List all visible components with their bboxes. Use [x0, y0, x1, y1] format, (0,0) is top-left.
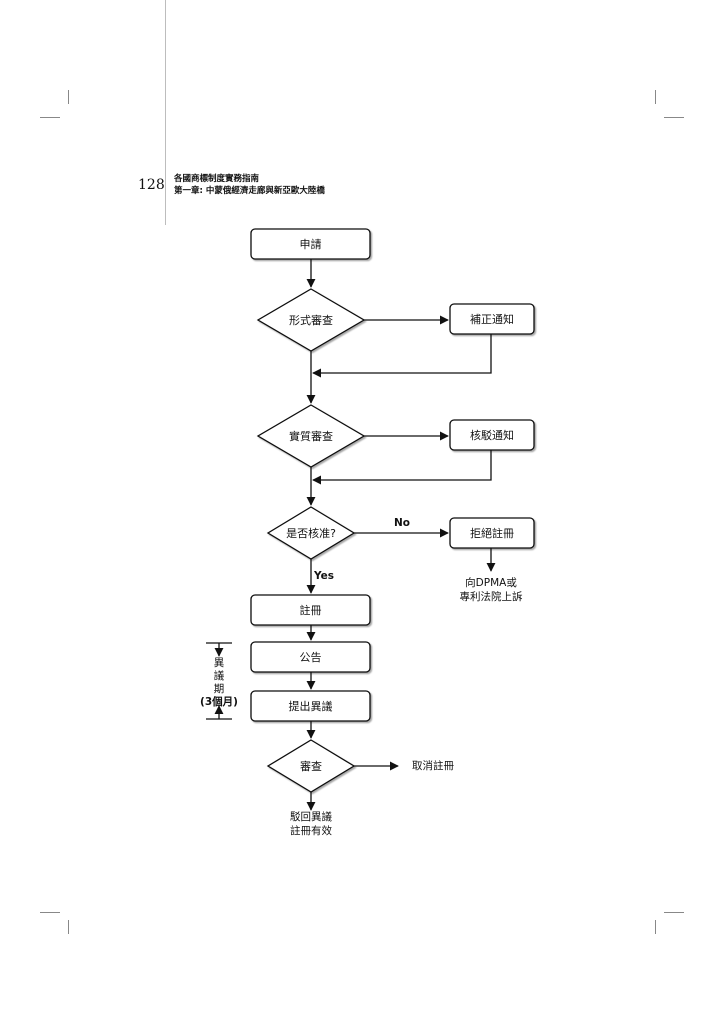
reject-line-1: 駁回異議 [290, 811, 332, 823]
period-char-3: 期 [213, 683, 225, 695]
reject-line-2: 註冊有效 [290, 825, 332, 837]
examination-notice-box [449, 419, 535, 451]
refuse-box [449, 517, 535, 549]
period-char-1: 異 [213, 657, 225, 669]
yes-label: Yes [314, 570, 335, 582]
crop-mark [40, 117, 60, 118]
appeal-line-2: 專利法院上訴 [459, 591, 523, 603]
opposition-period-label: 異 議 期 (3個月) [199, 657, 239, 709]
period-months: (3個月) [200, 696, 238, 708]
correction-notice-box [449, 303, 535, 335]
crop-mark [664, 912, 684, 913]
return-arrow [312, 450, 492, 485]
crop-mark [655, 920, 656, 934]
refuse-label: 拒絕註冊 [470, 527, 514, 540]
page-number: 128 [138, 177, 165, 193]
opposition-label: 提出異議 [288, 700, 333, 713]
crop-mark [40, 912, 60, 913]
period-char-2: 議 [213, 670, 225, 682]
publish-label: 公告 [299, 651, 322, 664]
appeal-text: 向DPMA或 專利法院上訴 [436, 576, 546, 604]
crop-mark [655, 90, 656, 104]
correction-notice-label: 補正通知 [470, 313, 514, 326]
appeal-line-1: 向DPMA或 [465, 577, 517, 589]
formal-exam-label: 形式審查 [289, 314, 333, 327]
no-label: No [394, 517, 411, 529]
review-label: 審查 [300, 760, 322, 773]
examination-notice-label: 核駁通知 [470, 429, 514, 442]
crop-mark [68, 920, 69, 934]
cancel-registration-label: 取消註冊 [412, 760, 454, 772]
apply-label: 申請 [299, 238, 322, 251]
substantive-exam-label: 實質審查 [289, 430, 333, 443]
crop-mark [68, 90, 69, 104]
running-header-book: 各國商標制度實務指南 [174, 174, 260, 184]
header-rule [165, 0, 166, 225]
reject-opposition-text: 駁回異議 註冊有效 [271, 810, 351, 838]
crop-mark [664, 117, 684, 118]
register-label: 註冊 [299, 604, 322, 617]
running-header-chapter: 第一章: 中蒙俄經濟走廊與新亞歐大陸橋 [174, 186, 325, 196]
approved-question-label: 是否核准? [286, 527, 336, 540]
return-arrow [312, 334, 492, 378]
